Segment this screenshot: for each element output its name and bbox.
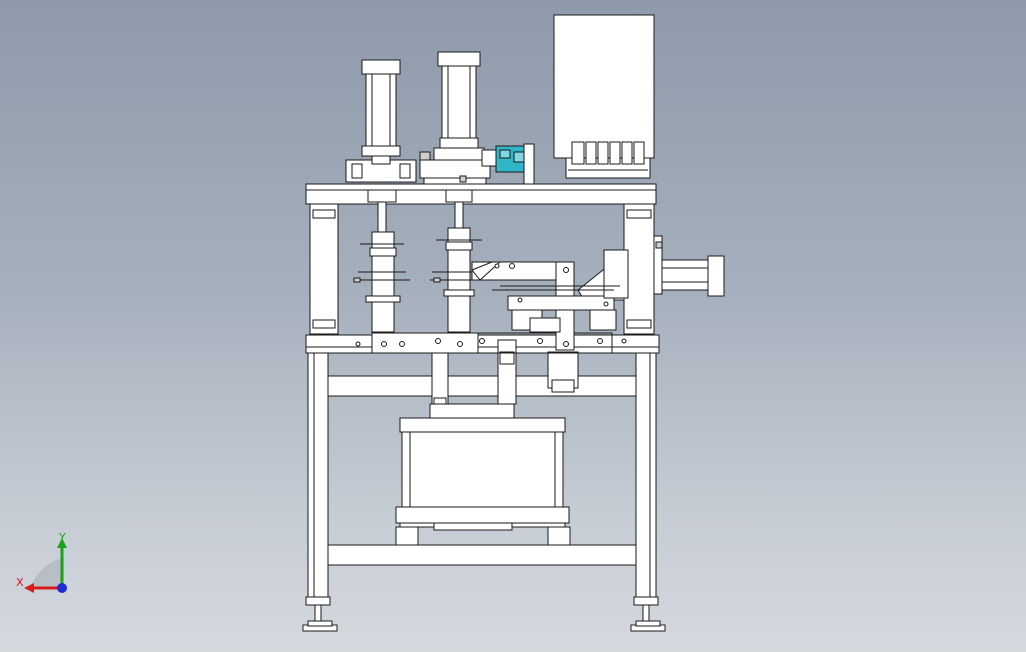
left-cylinder: [345, 59, 417, 333]
cyan-valve: [481, 143, 535, 185]
x-axis-label: X: [16, 576, 24, 589]
bolt-holes: [355, 263, 627, 347]
clamp-mechanism: [471, 249, 629, 351]
electrical-cabinet: [553, 14, 655, 179]
y-axis-label: Y: [59, 531, 66, 544]
fittings: [353, 151, 663, 283]
y-axis-arrowhead: [57, 538, 67, 548]
z-axis-origin: [57, 583, 67, 593]
collection-box: [395, 417, 571, 546]
vertical-links: [429, 339, 579, 419]
right-cylinder: [653, 235, 725, 297]
leveling-feet: [302, 596, 666, 632]
x-axis-arrowhead: [24, 583, 34, 593]
triad-plane-shade: [30, 558, 62, 588]
axis-triad: [24, 538, 67, 593]
